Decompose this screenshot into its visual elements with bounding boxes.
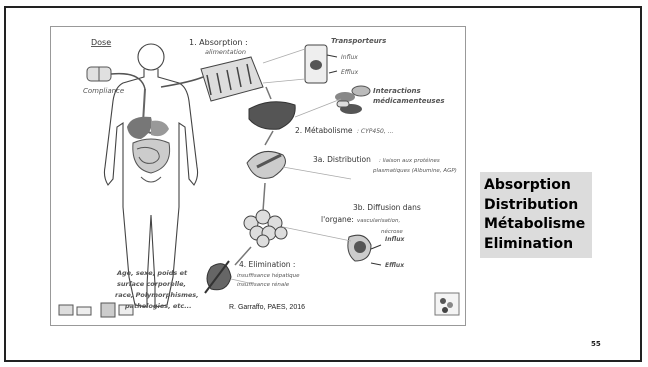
elimination-title: 4. Elimination : xyxy=(239,260,295,269)
pharmacokinetics-figure: Dose Compliance 1. Absorption : alimenta… xyxy=(50,26,466,326)
factors-line-4: pathologies, etc... xyxy=(124,302,192,310)
factors-line-2: surface corporelle, xyxy=(117,280,186,288)
organ-cell-icon xyxy=(348,235,371,261)
organ-arrows xyxy=(371,245,381,265)
distribution-sub2: plasmatiques (Albumine, AGP) xyxy=(372,168,457,174)
diffusion-title: 3b. Diffusion dans xyxy=(353,203,421,212)
elimination-sub2: insuffisance rénale xyxy=(237,281,290,288)
distribution-title: 3a. Distribution xyxy=(313,155,371,164)
summary-elimination: Elimination xyxy=(484,235,592,255)
organ-sub2: nécrose xyxy=(381,228,403,235)
intestine-villi-icon xyxy=(201,57,263,101)
influx-label: Influx xyxy=(341,54,358,61)
interactions-line1: Interactions xyxy=(373,87,421,95)
university-logos xyxy=(59,303,133,317)
elimination-sub1: insuffisance hépatique xyxy=(237,272,300,279)
organ-title: l'organe: xyxy=(321,215,354,224)
interactions-line2: médicamenteuses xyxy=(373,97,445,105)
compliance-label: Compliance xyxy=(83,87,124,95)
liver-icon xyxy=(249,102,295,129)
human-body-icon xyxy=(104,44,197,307)
figure-credit: R. Garraffo, PAES, 2016 xyxy=(229,304,305,311)
capsule-icon xyxy=(87,67,111,81)
metabolism-title: 2. Métabolisme xyxy=(295,126,353,135)
summary-absorption: Absorption xyxy=(484,176,592,196)
blood-vessel-icon xyxy=(247,151,285,178)
pharmacokinetics-diagram: Dose Compliance 1. Absorption : alimenta… xyxy=(51,27,467,327)
pills-icon xyxy=(335,86,370,114)
factors-line-3: race, Polymorphismes, xyxy=(115,291,199,299)
summary-metabolism: Métabolisme xyxy=(484,215,592,235)
efflux-label: Efflux xyxy=(341,69,359,76)
organ-sub1: vascularisation, xyxy=(357,218,400,224)
organ-efflux-label: Efflux xyxy=(385,262,405,269)
transporters-title: Transporteurs xyxy=(331,37,386,45)
dose-label: Dose xyxy=(91,38,111,47)
pills-photo-icon xyxy=(435,293,459,315)
factors-line-1: Age, sexe, poids et xyxy=(116,269,188,277)
kidney-icon xyxy=(205,261,231,293)
transporter-arrows xyxy=(327,55,337,73)
summary-box: Absorption Distribution Métabolisme Elim… xyxy=(480,172,592,258)
metabolism-sub: : CYP450, ... xyxy=(357,128,393,135)
zoom-lines-transporter xyxy=(263,49,305,83)
page-number: 55 xyxy=(591,340,601,348)
transporter-cell-icon xyxy=(305,45,327,83)
tissue-organ-icon xyxy=(244,210,287,247)
organ-influx-label: Influx xyxy=(385,236,405,243)
summary-distribution: Distribution xyxy=(484,196,592,216)
organs-icon xyxy=(127,89,170,182)
absorption-title: 1. Absorption : xyxy=(189,38,248,47)
distribution-sub1: : liaison aux protéines xyxy=(379,157,440,164)
absorption-sub: alimentation xyxy=(205,48,246,56)
